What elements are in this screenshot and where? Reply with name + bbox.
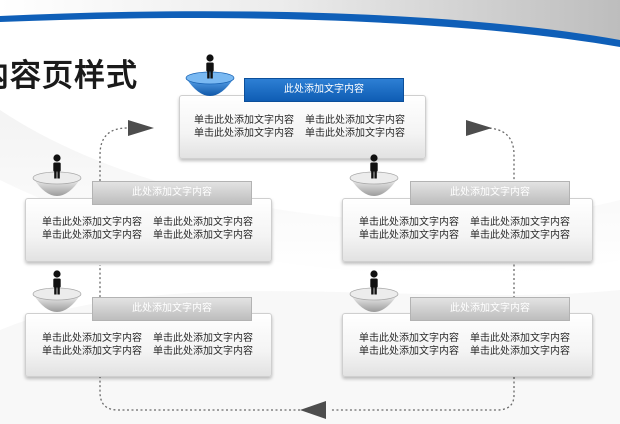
person-on-bowl-icon bbox=[185, 54, 235, 96]
bottom-right-node-text: 单击此处添加文字内容单击此处添加文字内容 单击此处添加文字内容单击此处添加文字内… bbox=[359, 333, 570, 357]
page-title: 内容页样式 bbox=[0, 58, 138, 94]
top-node-header[interactable]: 此处添加文字内容 bbox=[244, 78, 404, 102]
middle-right-node-text: 单击此处添加文字内容单击此处添加文字内容 单击此处添加文字内容单击此处添加文字内… bbox=[359, 217, 570, 241]
top-blue-band bbox=[0, 11, 620, 47]
arrow-icon bbox=[466, 120, 492, 136]
person-on-bowl-icon bbox=[349, 270, 399, 312]
middle-left-node-header[interactable]: 此处添加文字内容 bbox=[92, 181, 252, 205]
top-gray-band bbox=[0, 0, 620, 42]
person-on-bowl-icon bbox=[349, 154, 399, 196]
arrow-icon bbox=[128, 120, 154, 136]
bottom-right-node-header[interactable]: 此处添加文字内容 bbox=[410, 297, 570, 321]
middle-left-node-text: 单击此处添加文字内容单击此处添加文字内容 单击此处添加文字内容单击此处添加文字内… bbox=[42, 217, 253, 241]
person-on-bowl-icon bbox=[32, 154, 82, 196]
bottom-left-node-text: 单击此处添加文字内容单击此处添加文字内容 单击此处添加文字内容单击此处添加文字内… bbox=[42, 333, 253, 357]
bottom-left-node-header[interactable]: 此处添加文字内容 bbox=[92, 297, 252, 321]
middle-right-node-header[interactable]: 此处添加文字内容 bbox=[410, 181, 570, 205]
arrow-icon bbox=[300, 401, 326, 419]
top-node-card[interactable] bbox=[179, 95, 426, 159]
top-node-text: 单击此处添加文字内容单击此处添加文字内容 单击此处添加文字内容单击此处添加文字内… bbox=[194, 115, 405, 139]
middle-left-node-card[interactable] bbox=[25, 198, 272, 262]
person-on-bowl-icon bbox=[32, 270, 82, 312]
